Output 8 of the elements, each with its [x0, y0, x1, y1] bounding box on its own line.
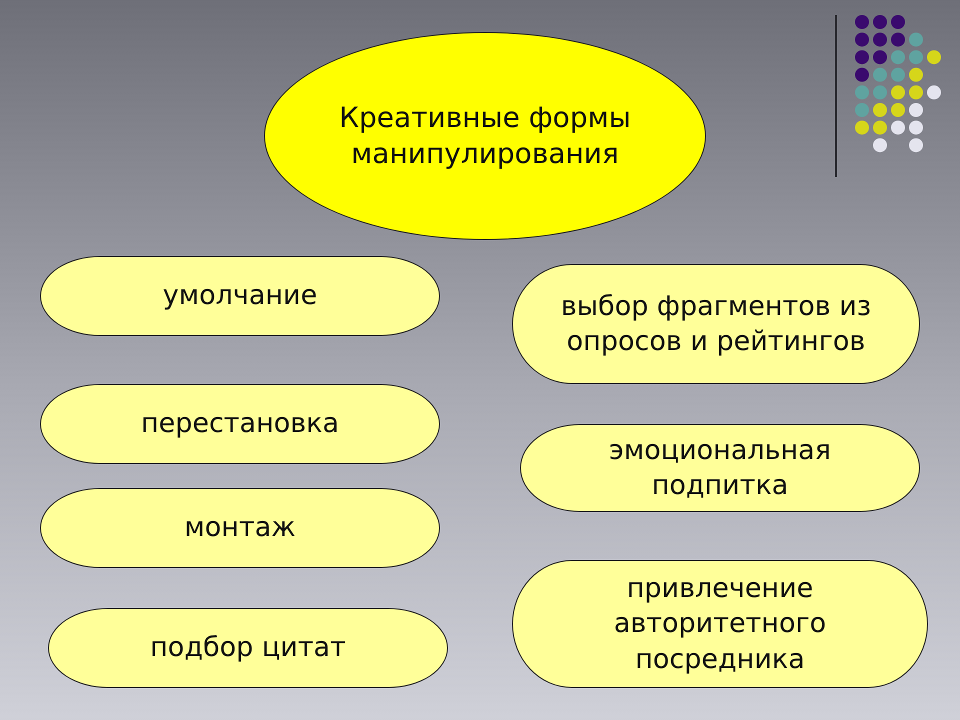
topic-label: подбор цитат: [149, 631, 347, 666]
topic-label: монтаж: [183, 511, 297, 546]
title-text: Креативные формы манипулирования: [338, 100, 632, 172]
topic-label: привлечение авторитетного посредника: [612, 572, 828, 677]
topic-label: эмоциональная подпитка: [608, 434, 832, 503]
topic-label: умолчание: [162, 279, 318, 314]
topic-label: перестановка: [140, 407, 340, 442]
topic-label: выбор фрагментов из опросов и рейтингов: [560, 290, 872, 359]
